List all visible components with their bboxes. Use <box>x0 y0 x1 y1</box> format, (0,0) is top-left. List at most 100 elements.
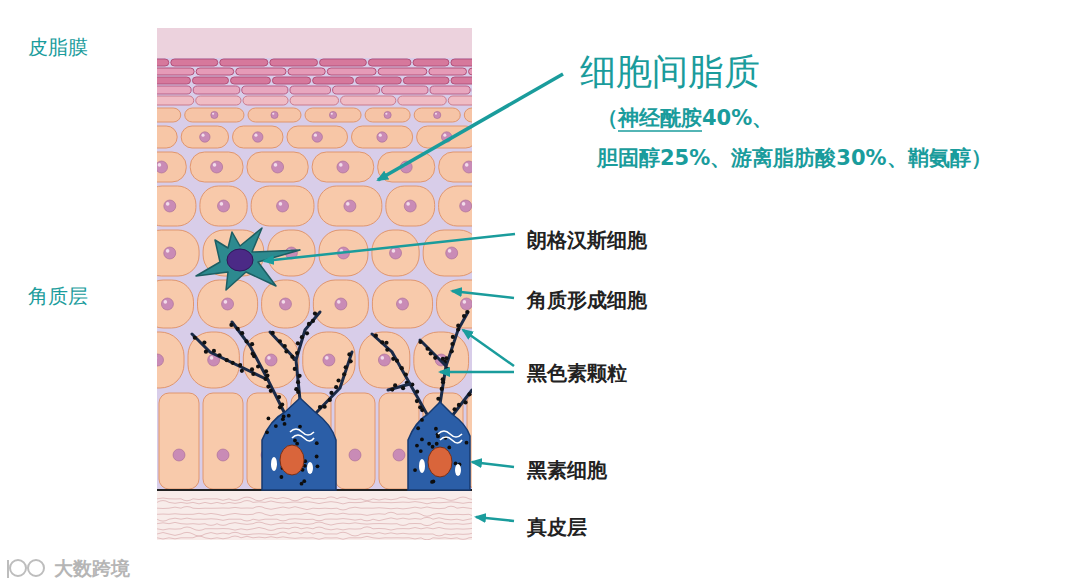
leader-line <box>472 462 514 467</box>
nucleus-highlight <box>224 300 228 304</box>
keratinocyte <box>262 280 310 328</box>
nucleus <box>463 161 472 173</box>
part-label: 真皮层 <box>527 515 587 539</box>
melanin-granule <box>334 385 338 389</box>
leader-line <box>476 517 514 521</box>
nucleus <box>157 161 168 173</box>
keratinocyte <box>157 86 191 94</box>
melanin-granule <box>278 339 282 343</box>
keratinocyte <box>423 230 472 276</box>
nucleus-highlight <box>462 202 466 206</box>
keratinocyte <box>193 86 240 94</box>
keratinocyte <box>290 96 338 105</box>
nucleus <box>161 298 173 310</box>
melanin-granule <box>415 399 419 403</box>
nucleus <box>253 132 263 142</box>
keratinocyte <box>192 77 228 84</box>
melanin-granule <box>342 372 346 376</box>
nucleus-highlight <box>435 113 437 115</box>
nucleus <box>222 298 234 310</box>
nucleus-highlight <box>201 134 204 137</box>
melanin-granule <box>390 387 394 391</box>
melanin-granule <box>401 386 405 390</box>
melanin-granule <box>250 342 254 346</box>
dermis-fiber <box>157 532 472 536</box>
keratinocyte <box>448 96 472 105</box>
keratinocyte <box>157 152 186 182</box>
melanin-granule <box>267 417 271 421</box>
dermis-fiber <box>157 501 472 504</box>
nucleus <box>377 132 387 142</box>
nucleus <box>157 354 164 366</box>
nucleus <box>217 449 229 461</box>
melanin-granule <box>315 455 319 459</box>
keratinocyte <box>157 230 199 276</box>
nucleus <box>434 111 441 118</box>
melanin-granule <box>446 367 450 371</box>
nucleus <box>279 298 291 310</box>
melanin-granule <box>427 442 431 446</box>
melanin-granule <box>435 442 439 446</box>
keratinocyte <box>368 59 411 66</box>
melanin-granule <box>307 322 311 326</box>
keratinocyte <box>181 126 228 148</box>
keratinocyte <box>464 108 472 122</box>
melanin-granule <box>467 392 471 396</box>
melanin-granule <box>251 372 255 376</box>
nucleus-highlight <box>381 356 385 360</box>
melanin-granule <box>404 372 408 376</box>
keratinocyte <box>451 77 472 84</box>
melanin-granule <box>440 387 444 391</box>
keratinocyte <box>220 59 268 66</box>
nucleus <box>329 111 336 118</box>
melanin-granule <box>193 336 197 340</box>
melanin-granule <box>256 364 260 368</box>
melanin-granule <box>277 395 281 399</box>
keratinocyte <box>157 108 181 122</box>
melanin-granule <box>294 387 298 391</box>
melanin-granule <box>393 383 397 387</box>
melanin-granule <box>293 439 297 443</box>
melanin-granule <box>271 331 275 335</box>
keratinocyte <box>290 86 331 94</box>
melanin-granule <box>295 351 299 355</box>
leader-line <box>440 371 514 374</box>
nucleus <box>218 200 230 212</box>
nucleus <box>460 200 472 212</box>
basal-cell <box>335 393 375 489</box>
melanin-granule <box>453 407 457 411</box>
part-label: 黑色素颗粒 <box>527 361 627 385</box>
nucleus-highlight <box>157 356 158 360</box>
melanin-granule <box>441 357 445 361</box>
keratinocyte <box>157 77 190 84</box>
dendrite <box>372 334 428 416</box>
melanin-granule <box>244 339 248 343</box>
nucleus <box>164 200 176 212</box>
melanin-granule <box>279 475 283 479</box>
melanin-granule <box>283 422 287 426</box>
keratinocyte <box>327 68 376 75</box>
nucleus-highlight <box>272 113 274 115</box>
melanin-granule <box>251 352 255 356</box>
melanin-granule <box>450 349 454 353</box>
keratinocyte <box>413 59 449 66</box>
melanin-granule <box>451 335 455 339</box>
keratinocyte <box>157 126 177 148</box>
keratinocyte <box>233 126 283 148</box>
keratinocyte <box>386 186 435 226</box>
sebum-film <box>157 28 472 60</box>
melanin-granule <box>236 327 240 331</box>
keratinocyte <box>414 108 460 122</box>
melanin-granule <box>436 397 440 401</box>
nucleus-highlight <box>220 202 224 206</box>
keratinocyte <box>333 86 380 94</box>
keratinocyte <box>403 77 449 84</box>
melanin-granule <box>429 351 433 355</box>
melanin-granule <box>385 348 389 352</box>
nucleus-highlight <box>399 300 403 304</box>
melanin-granule <box>264 369 268 373</box>
keratinocyte <box>356 77 402 84</box>
melanin-granule <box>240 331 244 335</box>
melanin-granule <box>465 310 469 314</box>
melanin-granule <box>400 366 404 370</box>
